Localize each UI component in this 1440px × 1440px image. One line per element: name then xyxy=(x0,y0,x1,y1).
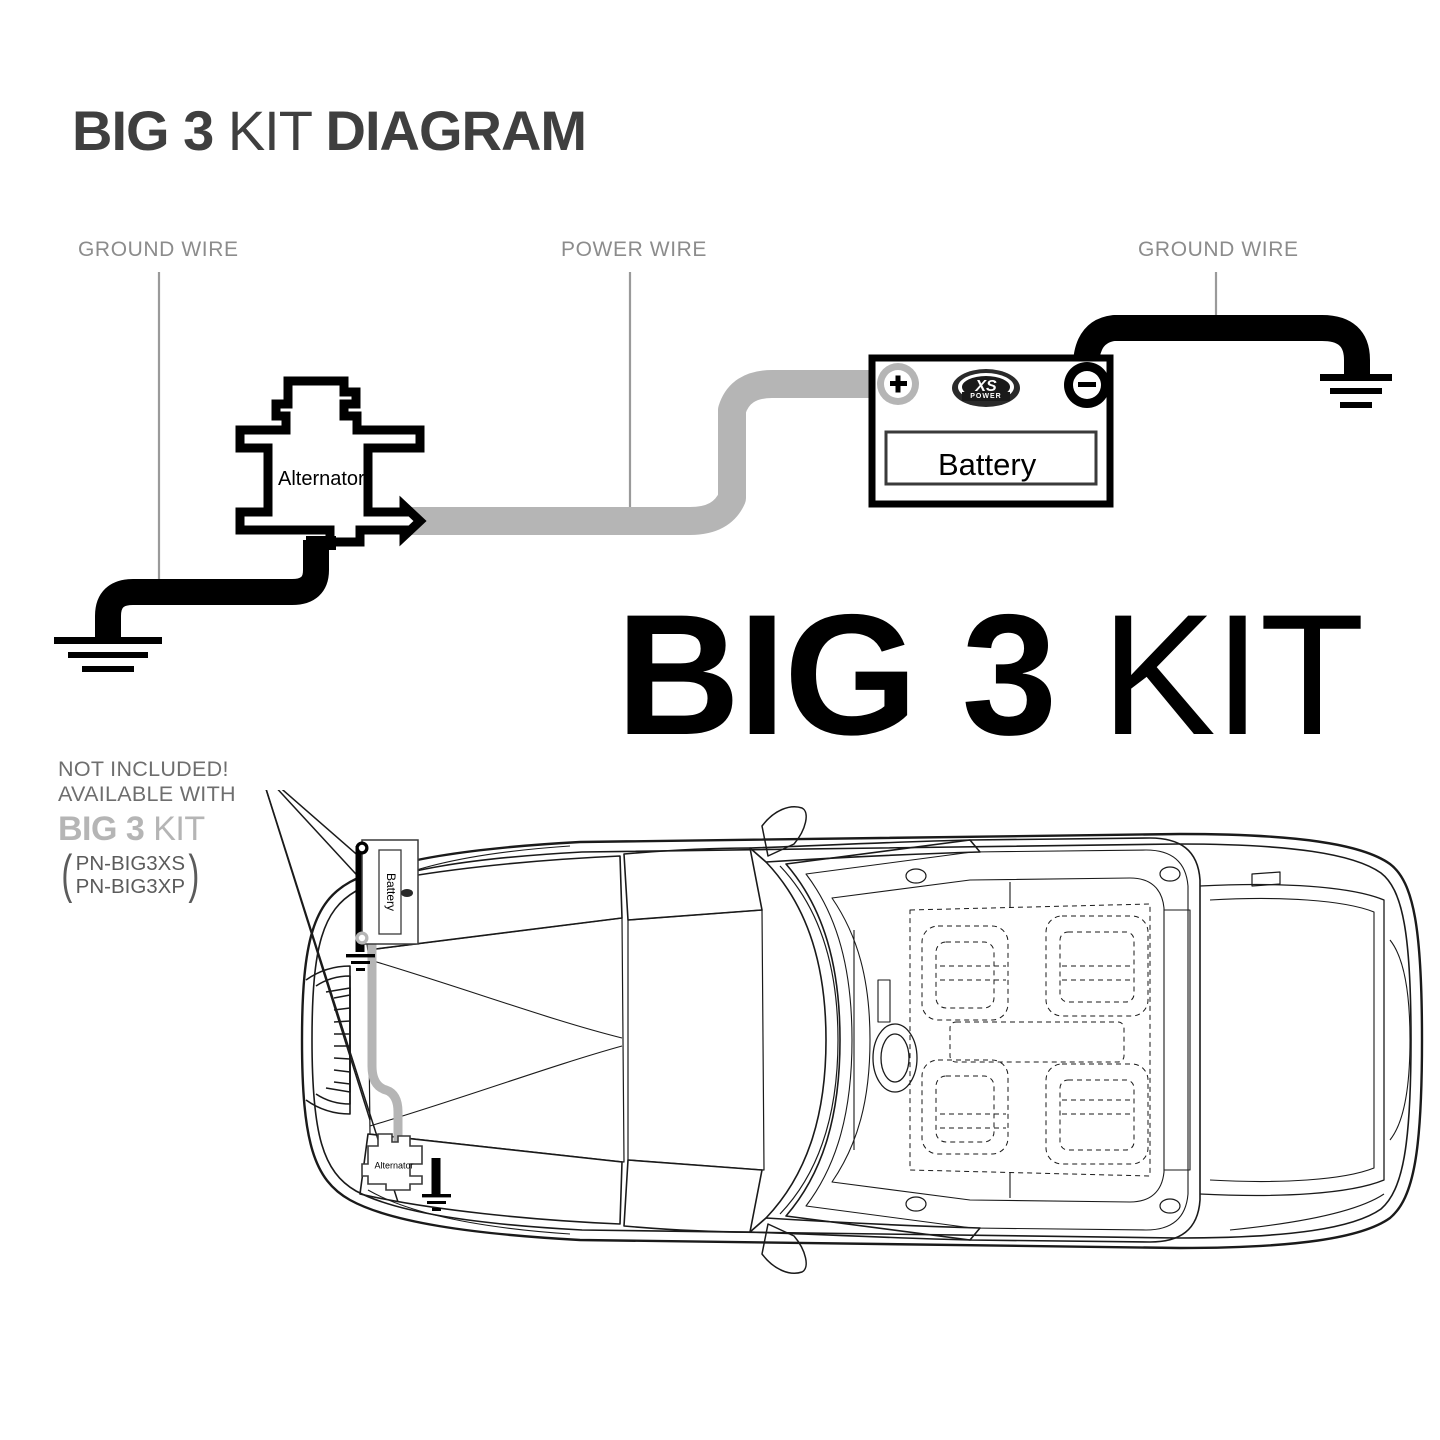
inset-alternator-label: Alternator xyxy=(374,1160,413,1170)
svg-text:POWER: POWER xyxy=(970,393,1001,400)
notice-kit-name: BIG 3 KIT xyxy=(58,809,328,849)
ground-symbol-left xyxy=(54,637,162,672)
label-ground-wire-left: GROUND WIRE xyxy=(78,238,239,261)
label-ground-wire-right: GROUND WIRE xyxy=(1138,238,1299,261)
notice-line-2: AVAILABLE WITH xyxy=(58,782,236,806)
page-title-bold-2: DIAGRAM xyxy=(325,99,588,162)
paren-open: ( xyxy=(61,845,73,904)
part-numbers: ( PN-BIG3XS PN-BIG3XP ) xyxy=(58,845,328,904)
label-power-wire: POWER WIRE xyxy=(561,238,707,261)
inset-battery-label: Battery xyxy=(384,873,398,911)
battery-terminal-negative xyxy=(1064,362,1110,408)
ground-wire-left xyxy=(95,540,329,640)
battery-label-box xyxy=(884,430,1098,486)
page-title-light: KIT xyxy=(213,99,326,162)
headline-light: KIT xyxy=(1055,579,1365,771)
battery-component: XS POWER xyxy=(868,354,1114,508)
inset-power-wire xyxy=(367,937,403,1147)
inset-ground-symbol-alternator xyxy=(422,1194,451,1211)
part-number-xp: PN-BIG3XP xyxy=(75,875,186,898)
page-title: BIG 3 KIT DIAGRAM xyxy=(72,103,587,159)
alternator-component xyxy=(235,376,427,550)
alternator-label: Alternator xyxy=(278,468,365,490)
inset-alternator: Alternator xyxy=(361,1133,423,1191)
notice-kit-light: KIT xyxy=(144,810,205,848)
ground-symbol-right xyxy=(1320,374,1392,408)
headline-bold: BIG 3 xyxy=(616,579,1057,771)
inset-battery: Battery xyxy=(355,839,419,945)
notice-kit-bold: BIG 3 xyxy=(58,810,145,848)
headline: BIG 3 KIT xyxy=(616,589,1365,761)
svg-text:XS: XS xyxy=(974,378,997,395)
xs-power-logo: XS POWER xyxy=(952,369,1020,407)
notice-line-1: NOT INCLUDED! xyxy=(58,757,229,781)
power-wire xyxy=(404,370,898,535)
part-number-xs: PN-BIG3XS xyxy=(75,852,186,875)
battery-terminal-positive xyxy=(877,363,919,405)
ground-wire-right xyxy=(1072,315,1370,387)
not-included-notice: NOT INCLUDED! AVAILABLE WITH BIG 3 KIT (… xyxy=(58,757,328,904)
car-illustration: Battery Alternator xyxy=(265,790,1424,1274)
inset-ground-symbol-battery xyxy=(346,954,375,971)
paren-close: ) xyxy=(188,845,200,904)
main-schematic: XS POWER xyxy=(54,272,1392,672)
page-title-bold-1: BIG 3 xyxy=(72,99,214,162)
battery-label: Battery xyxy=(938,447,1037,482)
